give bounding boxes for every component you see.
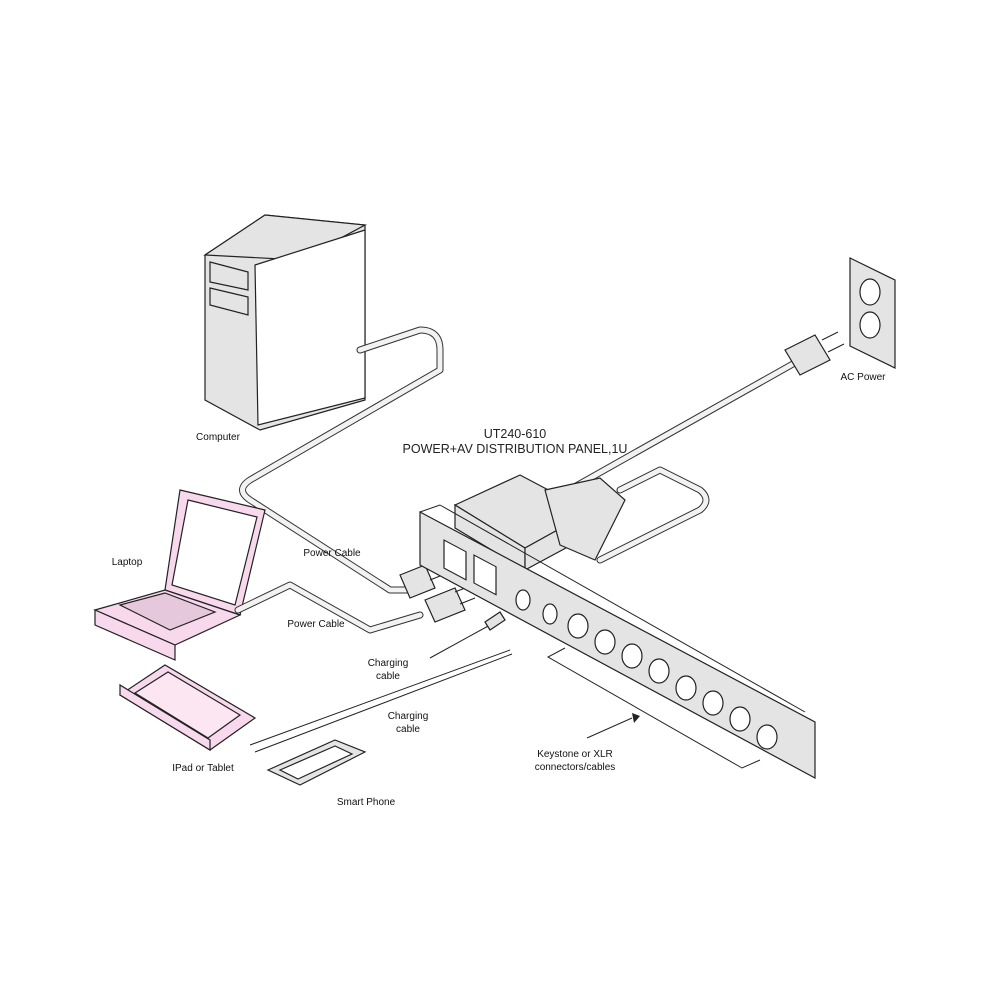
label-computer: Computer <box>196 432 240 443</box>
connectors-bracket <box>546 647 761 769</box>
label-line: connectors/cables <box>534 762 616 773</box>
charging-cable-1 <box>429 624 491 659</box>
charging-cable-2 <box>249 649 511 746</box>
label-line: Charging <box>387 711 429 722</box>
computer-tower <box>203 214 368 431</box>
tablet <box>118 664 257 752</box>
label-power-cable-2: Power Cable <box>287 619 345 630</box>
ac-plug <box>784 334 831 376</box>
power-plug-2 <box>424 585 476 623</box>
label-line: Keystone or XLR <box>537 749 613 760</box>
label-ac-power: AC Power <box>840 372 886 383</box>
label-tablet: IPad or Tablet <box>172 763 234 774</box>
distribution-panel <box>419 474 816 780</box>
model-description: POWER+AV DISTRIBUTION PANEL,1U <box>402 442 628 456</box>
label-phone: Smart Phone <box>336 797 396 808</box>
panel-title: UT240-610 POWER+AV DISTRIBUTION PANEL,1U <box>380 427 650 457</box>
wall-outlet <box>849 257 896 369</box>
label-charging-cable-1: Charging cable <box>358 657 418 683</box>
label-power-cable-1: Power Cable <box>303 548 361 559</box>
laptop <box>93 489 266 661</box>
xlr-connectors <box>515 589 778 750</box>
label-laptop: Laptop <box>111 557 143 568</box>
label-line: Charging <box>367 658 409 669</box>
label-connectors: Keystone or XLR connectors/cables <box>515 748 635 774</box>
label-line: cable <box>396 724 420 735</box>
arrow-icon <box>632 713 640 723</box>
label-charging-cable-2: Charging cable <box>378 710 438 736</box>
model-number: UT240-610 <box>483 427 547 441</box>
label-line: cable <box>376 671 400 682</box>
smart-phone <box>266 739 367 786</box>
